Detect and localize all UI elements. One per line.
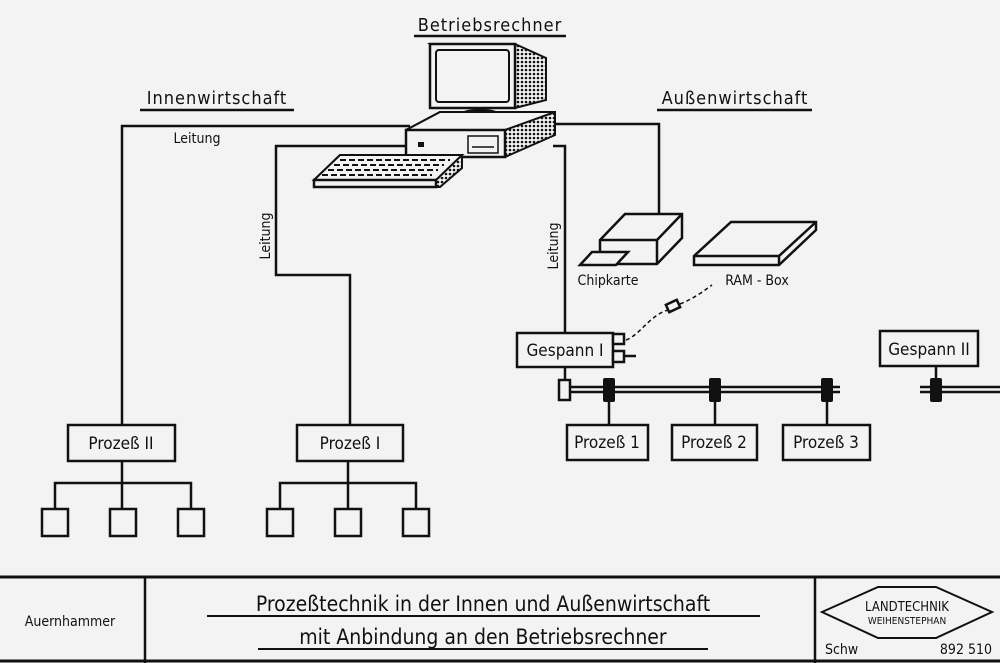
- prozess-i-node: Prozeß I: [265, 423, 431, 538]
- gespann-i-label: Gespann I: [526, 341, 603, 361]
- leitung-label: Leitung: [174, 131, 221, 147]
- title-block: [0, 575, 1000, 663]
- line-to-prozess-i: [274, 144, 410, 425]
- ram-cable: [625, 284, 713, 341]
- chipcard-label: Chipkarte: [578, 273, 639, 289]
- gespann-i-node: Gespann I: [515, 331, 840, 425]
- svg-text:LANDTECHNIK: LANDTECHNIK: [865, 600, 949, 615]
- chipcard-reader-icon: [577, 212, 684, 267]
- heading-outer: Außenwirtschaft: [662, 88, 809, 109]
- prozess-1-node: Prozeß 1: [565, 423, 650, 462]
- title-line-1: Prozeßtechnik in der Innen und Außenwirt…: [256, 592, 710, 616]
- ram-box-icon: [692, 220, 818, 267]
- prozess-ii-label: Prozeß II: [88, 434, 153, 454]
- prozess-3-node: Prozeß 3: [781, 423, 872, 462]
- initials: Schw: [825, 642, 858, 658]
- plug-icon: [664, 298, 682, 314]
- gespann-ii-node: Gespann II: [878, 329, 1000, 402]
- gespann-ii-label: Gespann II: [888, 340, 970, 360]
- prozess-i-label: Prozeß I: [320, 434, 381, 454]
- computer-icon: [404, 42, 556, 159]
- prozess-2-node: Prozeß 2: [670, 423, 759, 462]
- prozess-ii-node: Prozeß II: [40, 423, 206, 538]
- heading-computer: Betriebsrechner: [418, 15, 563, 36]
- prozess-2-label: Prozeß 2: [681, 433, 747, 453]
- keyboard-icon: [311, 154, 465, 189]
- prozess-3-label: Prozeß 3: [793, 433, 859, 453]
- line-to-prozess-ii: [120, 124, 410, 425]
- landtechnik-logo: LANDTECHNIK WEIHENSTEPHAN: [819, 586, 995, 639]
- title-line-2: mit Anbindung an den Betriebsrechner: [299, 625, 667, 649]
- prozess-1-label: Prozeß 1: [574, 433, 640, 453]
- line-to-chipcard: [553, 122, 661, 213]
- leitung-label: Leitung: [258, 213, 274, 260]
- drawing-number: 892 510: [940, 642, 992, 658]
- leitung-label: Leitung: [546, 223, 562, 270]
- author: Auernhammer: [25, 614, 116, 630]
- line-to-gespann-i: [553, 144, 567, 333]
- rambox-label: RAM - Box: [725, 273, 789, 289]
- heading-inner: Innenwirtschaft: [147, 88, 288, 109]
- svg-text:WEIHENSTEPHAN: WEIHENSTEPHAN: [868, 616, 946, 627]
